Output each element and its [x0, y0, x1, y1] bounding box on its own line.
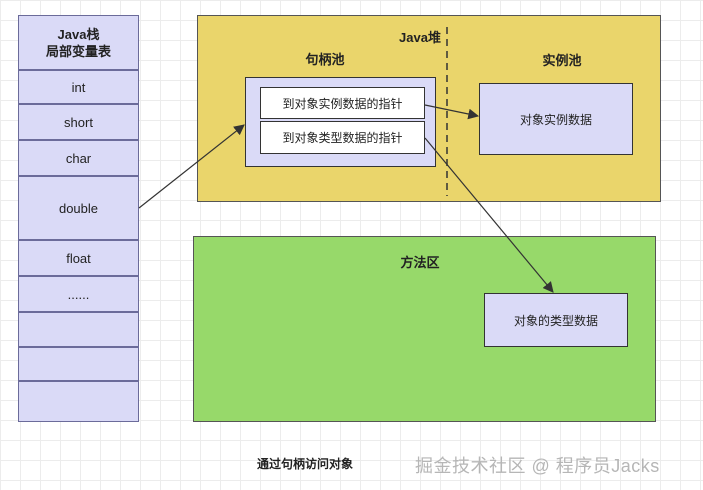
arrow-pointer-to-instance: [424, 104, 480, 120]
stack-header: Java栈 局部变量表: [18, 15, 139, 70]
heap-title: Java堆: [399, 29, 441, 45]
diagram-caption: 通过句柄访问对象: [256, 456, 353, 471]
stack-slot-int: int: [18, 70, 139, 104]
object-type-data: 对象的类型数据: [484, 293, 628, 347]
arrow-stack-to-handle: [138, 124, 245, 209]
instance-data-pointer: 到对象实例数据的指针: [260, 87, 425, 119]
watermark-text: 掘金技术社区 @ 程序员Jacks: [415, 456, 660, 476]
stack-slot-short: short: [18, 104, 139, 140]
stack-slot-char: char: [18, 140, 139, 176]
type-data-pointer: 到对象类型数据的指针: [260, 121, 425, 154]
stack-slot-empty: [18, 312, 139, 347]
stack-slot-empty: [18, 347, 139, 381]
handle-pool-title: 句柄池: [305, 51, 345, 67]
stack-slot-empty: [18, 381, 139, 422]
arrow-pointer-to-type: [424, 137, 554, 293]
stack-slot-float: float: [18, 240, 139, 276]
stack-slot-ellipsis: ......: [18, 276, 139, 312]
method-area-title: 方法区: [400, 254, 440, 270]
stack-slot-double: double: [18, 176, 139, 240]
stack-subtitle: 局部变量表: [45, 43, 111, 59]
object-instance-data: 对象实例数据: [479, 83, 633, 155]
instance-pool-title: 实例池: [542, 52, 582, 68]
stack-title: Java栈: [57, 26, 100, 42]
